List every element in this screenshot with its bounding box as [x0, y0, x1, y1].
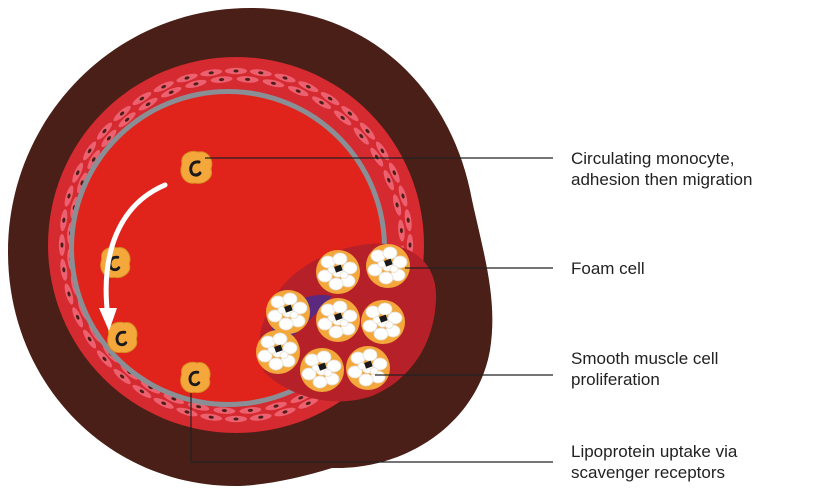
monocyte-cell — [181, 152, 212, 184]
foam-cell — [361, 300, 405, 344]
foam-cell — [316, 250, 360, 294]
foam-cell — [266, 290, 310, 334]
foam-cell — [316, 298, 360, 342]
label-circulating-monocyte: Circulating monocyte, adhesion then migr… — [571, 148, 752, 190]
label-lipoprotein-line1: Lipoprotein uptake via — [571, 441, 737, 462]
label-monocyte-line1: Circulating monocyte, — [571, 148, 752, 169]
label-smooth-muscle-line1: Smooth muscle cell — [571, 348, 718, 369]
smooth-muscle-cell — [225, 68, 247, 74]
foam-cell — [300, 348, 344, 392]
label-smooth-muscle-proliferation: Smooth muscle cell proliferation — [571, 348, 718, 390]
artery-vessel — [8, 8, 492, 486]
smooth-muscle-cell — [225, 416, 247, 422]
label-foam-cell-line1: Foam cell — [571, 258, 645, 279]
label-foam-cell: Foam cell — [571, 258, 645, 279]
foam-cell — [346, 346, 390, 390]
foam-cell — [256, 330, 300, 374]
label-monocyte-line2: adhesion then migration — [571, 169, 752, 190]
monocyte-cell — [181, 362, 210, 392]
smooth-muscle-cell — [59, 234, 65, 256]
label-smooth-muscle-line2: proliferation — [571, 369, 718, 390]
foam-cell — [366, 244, 410, 288]
monocyte-cell — [108, 322, 137, 352]
label-lipoprotein-line2: scavenger receptors — [571, 462, 737, 483]
label-lipoprotein-uptake: Lipoprotein uptake via scavenger recepto… — [571, 441, 737, 483]
